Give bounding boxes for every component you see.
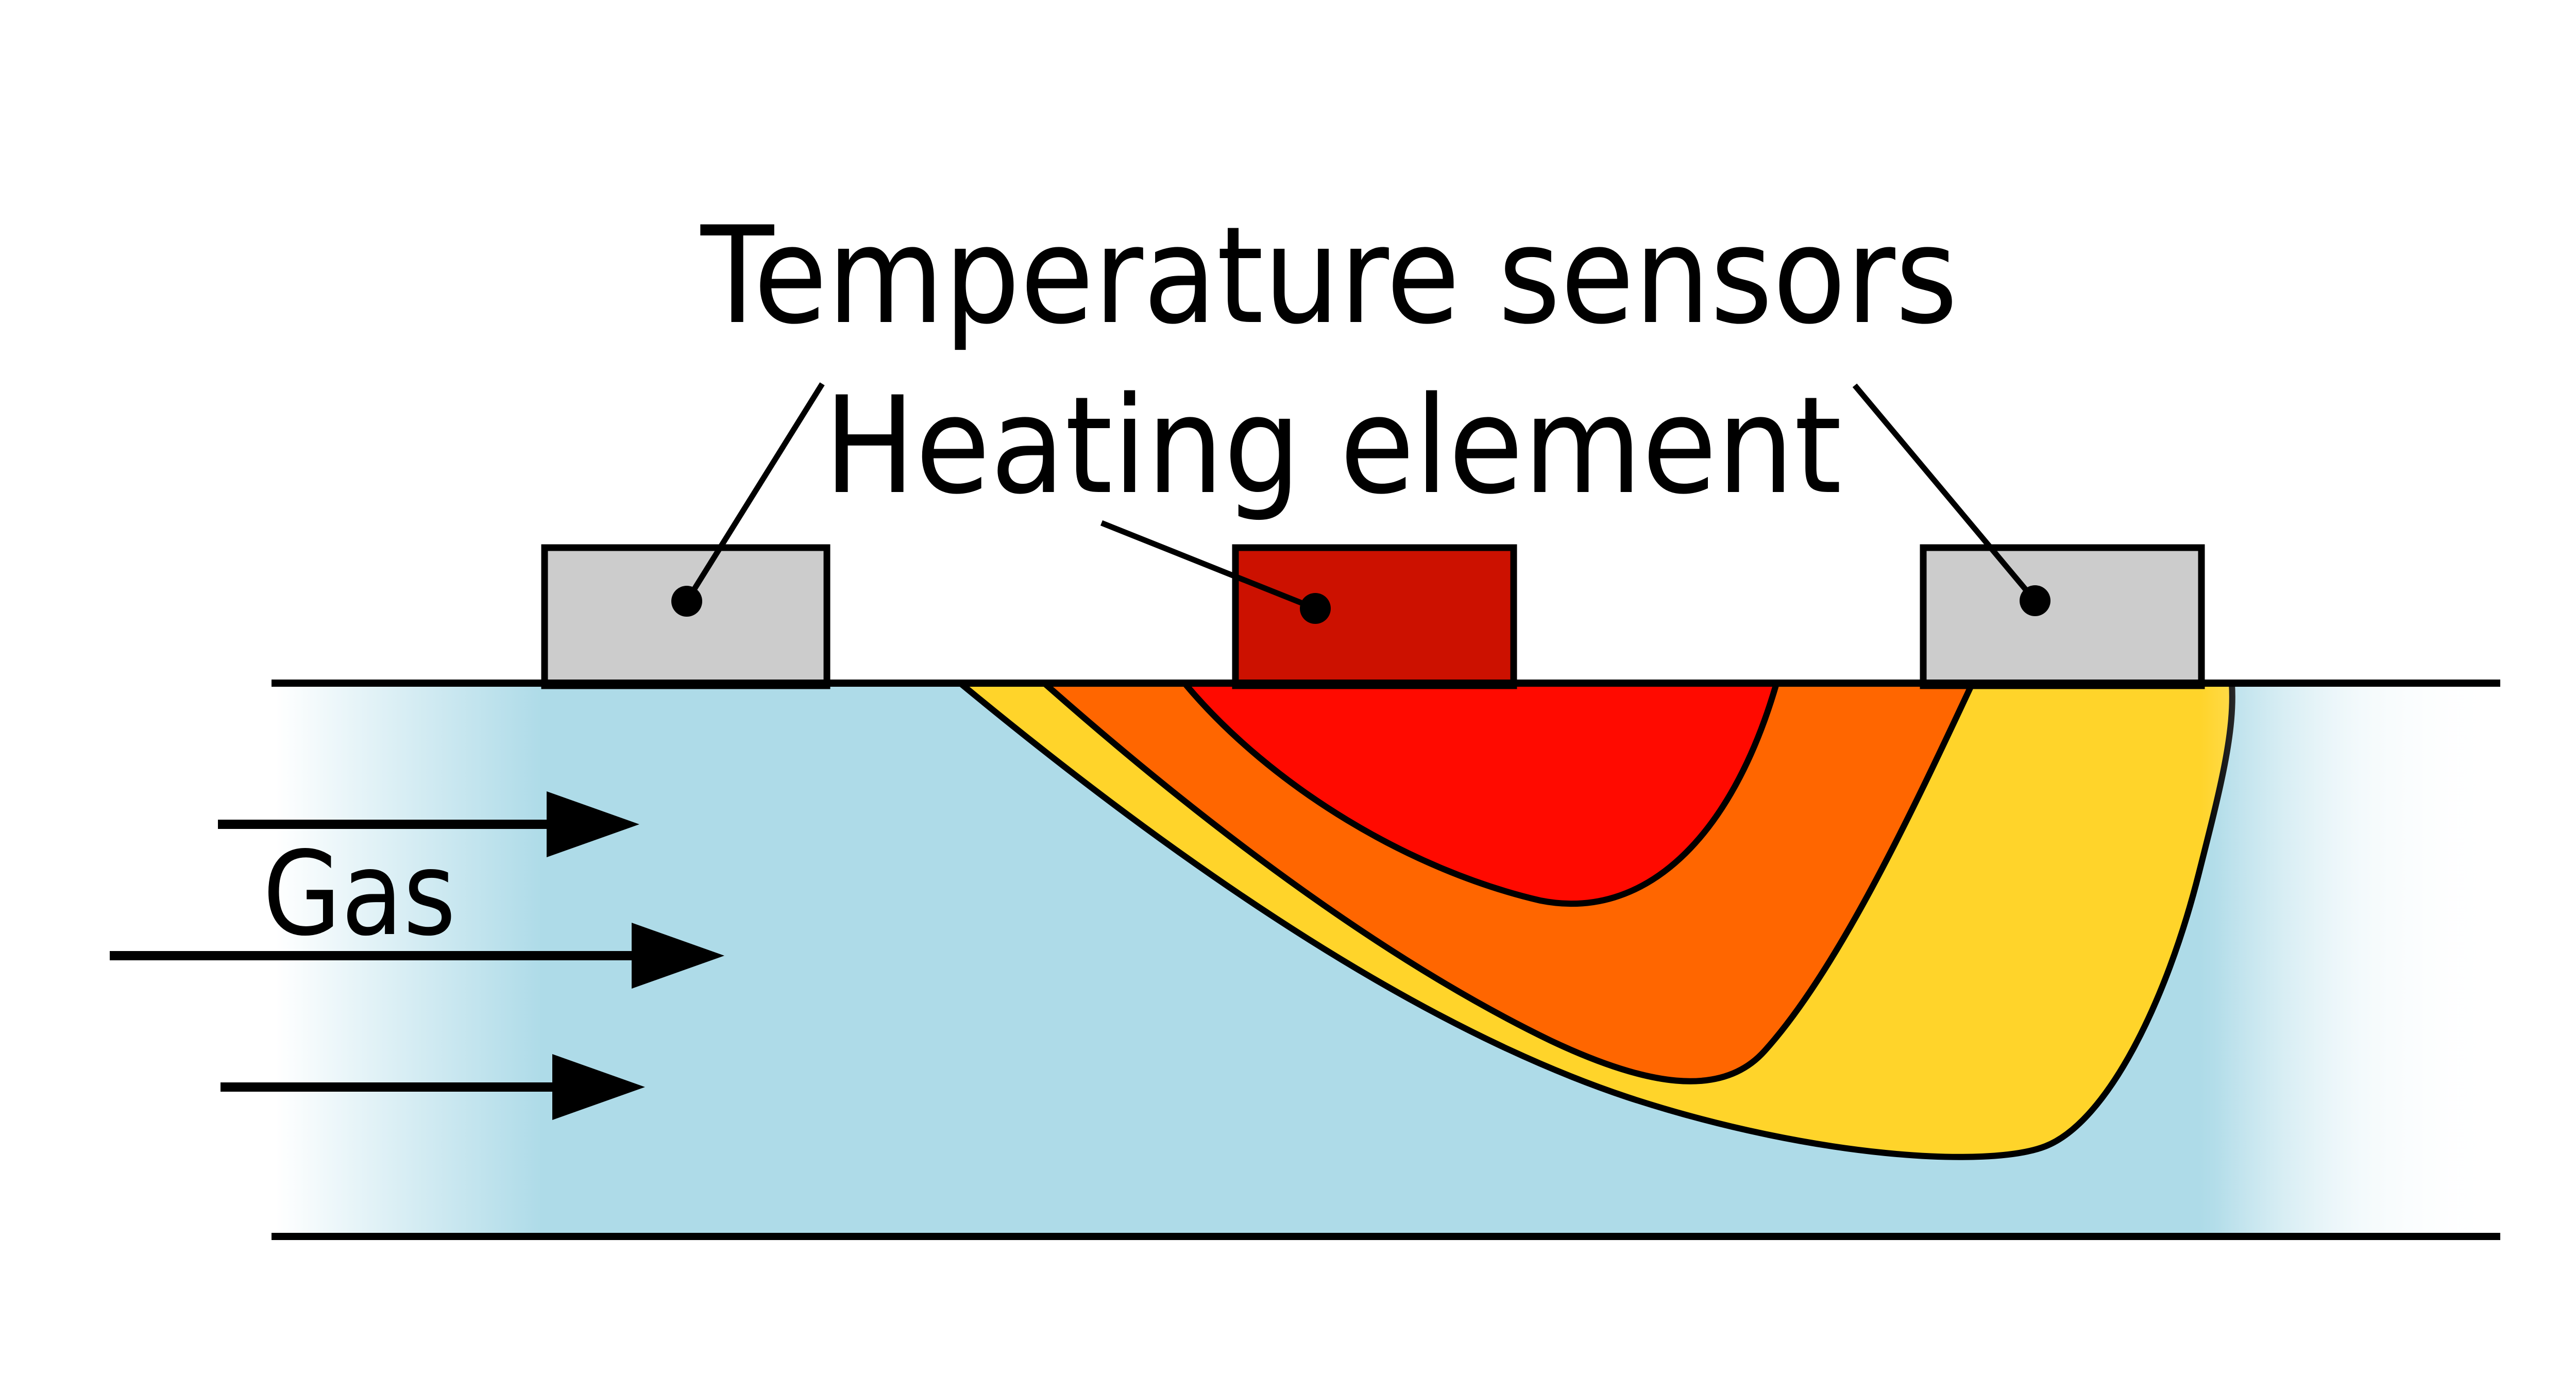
flow-arrow-middle — [110, 923, 724, 989]
channel-right-fade — [2200, 680, 2499, 1236]
flow-arrow-top — [218, 791, 639, 857]
temperature-sensors-label: Temperature sensors — [699, 198, 1958, 354]
heating-element — [1232, 544, 1517, 689]
gas-label: Gas — [263, 827, 456, 962]
flow-arrow-head — [547, 791, 639, 857]
leader-line-heater — [1100, 520, 1317, 612]
heat-plume-inner-contour — [1182, 684, 1780, 907]
gas-flow-arrows — [110, 791, 724, 1120]
heat-plume — [958, 684, 2235, 1160]
leader-dot-heater — [1300, 593, 1331, 624]
leader-lines — [684, 382, 2038, 612]
left-temperature-sensor — [541, 544, 831, 689]
flow-arrow-head — [552, 1054, 645, 1120]
leader-line-left-sensor — [684, 382, 825, 603]
leader-dot-right-sensor — [2020, 585, 2050, 616]
heating-element-label: Heating element — [824, 368, 1842, 524]
right-temperature-sensor — [1920, 544, 2205, 689]
leader-dot-left-sensor — [671, 586, 702, 617]
flow-arrow-bottom — [221, 1054, 645, 1120]
flow-arrow-head — [632, 923, 724, 989]
leader-line-right-sensor — [1852, 383, 2038, 603]
